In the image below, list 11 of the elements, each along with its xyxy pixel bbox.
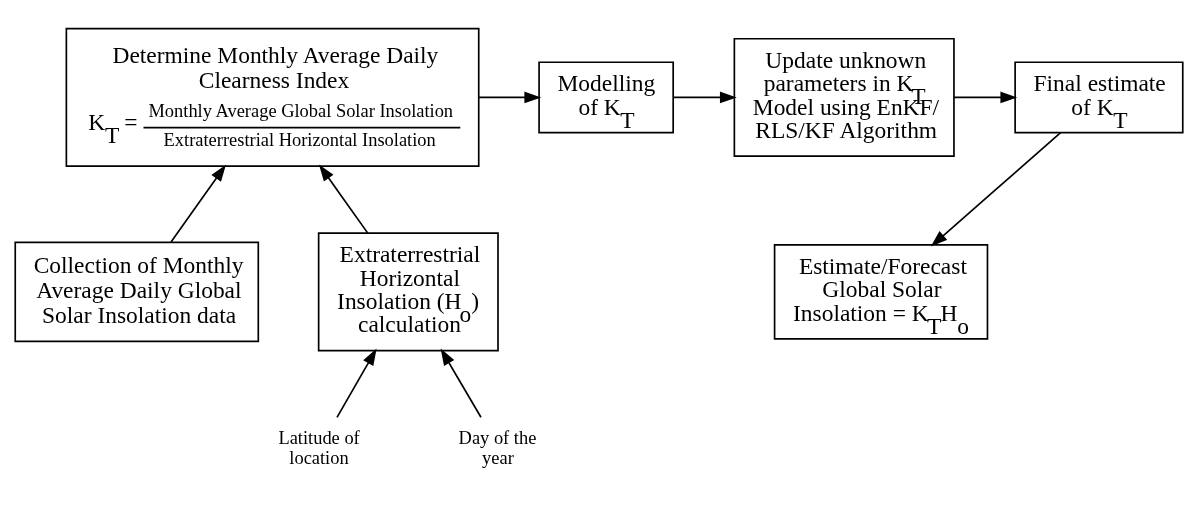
arrow: [953, 91, 1018, 104]
arrow: [930, 131, 1062, 247]
node-text: Latitude of location: [278, 428, 360, 469]
arrow: [672, 91, 737, 104]
arrow: [440, 348, 482, 419]
arrow: [478, 91, 542, 104]
arrow: [170, 164, 226, 243]
arrow: [336, 348, 377, 419]
node-text: Day of the year: [458, 428, 537, 469]
node-box: Collection of Monthly Average Daily Global Solar Insolation data: [14, 241, 260, 343]
arrow: [318, 164, 369, 234]
